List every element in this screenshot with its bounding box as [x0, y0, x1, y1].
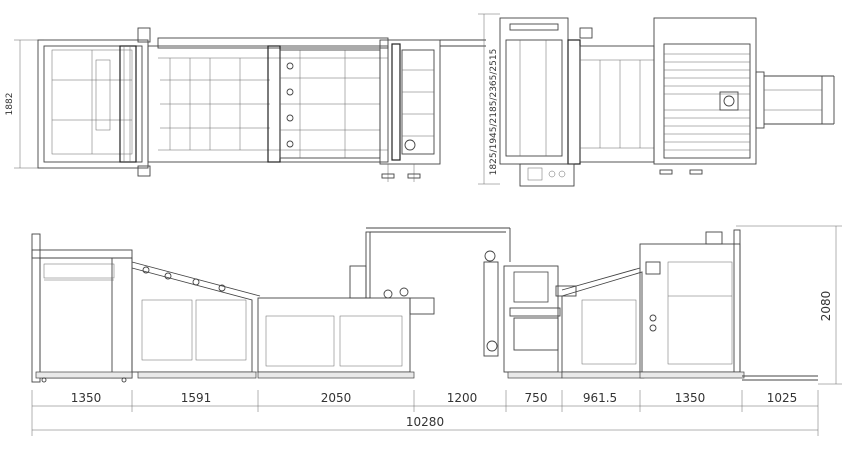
top-width-label: 1882	[5, 93, 15, 116]
top-view: 1882	[5, 13, 835, 187]
segment-3-label: 2050	[321, 391, 352, 405]
side-height-label: 2080	[819, 291, 833, 322]
segment-6-label: 961.5	[583, 391, 617, 405]
side-view: 2080 1350 1591 2050 1200 750 961.5 1350 …	[31, 225, 842, 436]
segment-4-label: 1200	[447, 391, 478, 405]
segment-5-label: 750	[525, 391, 548, 405]
side-infeed-conveyor	[131, 261, 261, 379]
side-laminator-unit	[483, 250, 577, 379]
side-outfeed-conveyor	[561, 267, 645, 379]
segment-8-label: 1025	[767, 391, 798, 405]
top-view-width-options-dimension: 1825/1945/2185/2365/2515	[478, 13, 500, 185]
total-length-label: 10280	[406, 415, 444, 429]
side-feeder-unit	[31, 233, 133, 383]
top-feeder-unit	[37, 27, 151, 177]
length-dimension-chain: 1350 1591 2050 1200 750 961.5 1350 1025 …	[31, 390, 819, 436]
segment-1-label: 1350	[71, 391, 102, 405]
top-sheeter-unit	[379, 39, 441, 182]
top-width-options-label: 1825/1945/2185/2365/2515	[489, 49, 499, 176]
segment-2-label: 1591	[181, 391, 212, 405]
segment-7-label: 1350	[675, 391, 706, 405]
top-stacker-unit	[579, 17, 835, 175]
side-main-unit	[257, 227, 511, 379]
side-height-dimension: 2080	[736, 225, 842, 385]
top-laminator-unit	[499, 17, 593, 187]
top-conveyor-section	[147, 37, 389, 163]
side-stacker-unit	[639, 229, 818, 381]
